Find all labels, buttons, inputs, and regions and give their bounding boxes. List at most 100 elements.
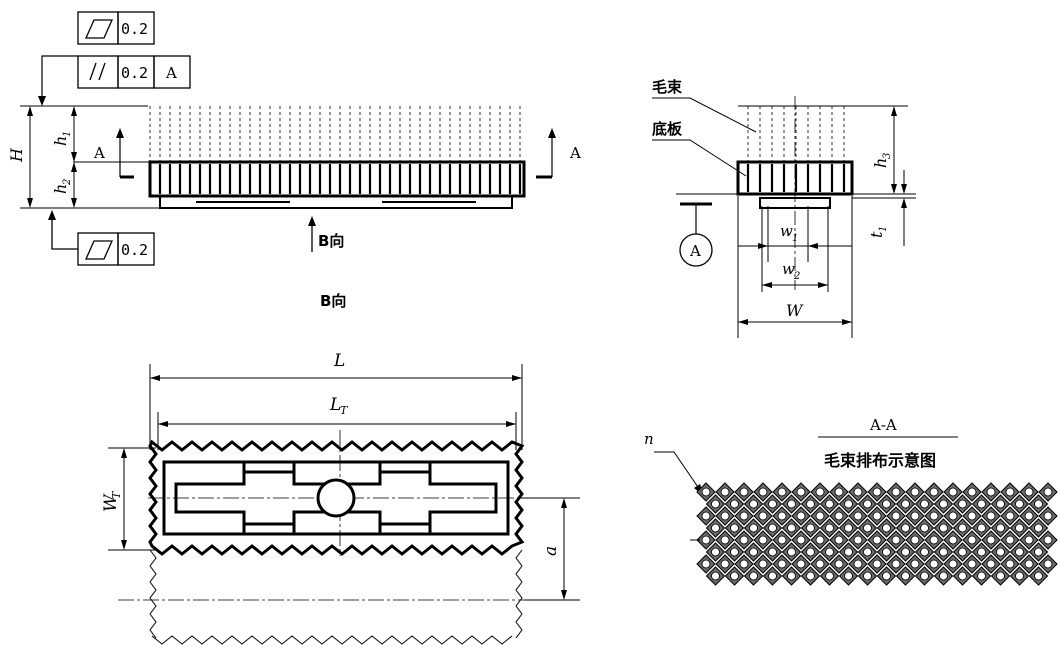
tuft-center [882, 523, 891, 533]
tuft-center [901, 499, 910, 509]
tuft-center [958, 523, 967, 533]
tuft-center [891, 559, 901, 569]
tuft-center [806, 523, 815, 533]
view-arrow-label: B向 [318, 232, 344, 250]
tuft-center [720, 487, 730, 497]
tuft-center [901, 571, 910, 581]
side-view: 毛束 底板 h 3 [652, 78, 916, 338]
tuft-center [967, 535, 977, 545]
tuft-center [863, 547, 872, 557]
tuft-center [958, 499, 967, 509]
tuft-center [844, 571, 853, 581]
tuft-center [1034, 499, 1043, 509]
tuft-center [749, 571, 758, 581]
tuft-center [815, 535, 825, 545]
tuft-center [806, 571, 815, 581]
tuft-center [986, 487, 996, 497]
tuft-center [853, 559, 863, 569]
tuft-center [777, 511, 787, 521]
section-label-right: A [569, 144, 581, 162]
tuft-center [863, 571, 872, 581]
tuft-center [758, 535, 768, 545]
bottom-view-title: B向 [320, 292, 346, 310]
tuft-center [834, 487, 844, 497]
dim-LT-sub: T [340, 404, 349, 417]
tuft-center [739, 487, 749, 497]
tuft-center [739, 535, 749, 545]
tuft-center [711, 523, 720, 533]
tuft-center [720, 559, 730, 569]
tuft-center [920, 571, 929, 581]
tuft-center [929, 487, 939, 497]
tuft-center [768, 499, 777, 509]
leader-arrow-bottom [48, 210, 56, 220]
dim-h1-sub: 1 [62, 131, 73, 137]
dim-t1-sub: 1 [878, 226, 889, 232]
dim-WT: W [101, 493, 121, 512]
tuft-center [1043, 559, 1053, 569]
section-view: A-A 毛束排布示意图 n [644, 416, 1058, 586]
tuft-center [815, 487, 825, 497]
tuft-center [996, 499, 1005, 509]
tuft-center [1015, 499, 1024, 509]
tuft-center [920, 547, 929, 557]
base-frame [162, 460, 510, 536]
tolerance-frame-parallel [77, 55, 191, 89]
tuft-center [711, 547, 720, 557]
tuft-center [863, 523, 872, 533]
tuft-center [996, 571, 1005, 581]
tuft-center [749, 547, 758, 557]
dim-a: a [541, 546, 561, 556]
tuft-center [939, 523, 948, 533]
tuft-center [996, 523, 1005, 533]
tuft-center [787, 547, 796, 557]
tuft-center [768, 571, 777, 581]
center-hole [316, 478, 356, 518]
flatness-value-top: 0.2 [121, 20, 148, 38]
tuft-center [986, 511, 996, 521]
bottom-view: B向 L L T W T [101, 292, 580, 645]
tuft-center [948, 511, 958, 521]
tuft-center [891, 511, 901, 521]
parallel-datum-label: A [165, 64, 177, 82]
tuft-center [967, 487, 977, 497]
tuft-center [1015, 547, 1024, 557]
tuft-center [853, 535, 863, 545]
tuft-center [901, 547, 910, 557]
tuft-center [844, 499, 853, 509]
tuft-center [882, 499, 891, 509]
tuft-center [796, 511, 806, 521]
tuft-center [967, 559, 977, 569]
tuft-center [929, 535, 939, 545]
bristle-dashes [149, 106, 521, 162]
tuft-center [844, 547, 853, 557]
tuft-center [815, 511, 825, 521]
tuft-center [872, 535, 882, 545]
dim-W: W [786, 301, 804, 320]
tuft-center [1005, 559, 1015, 569]
tuft-center [730, 547, 739, 557]
tuft-center [910, 559, 920, 569]
leader-arrow-top [38, 96, 46, 106]
tuft-center [910, 487, 920, 497]
tuft-center [787, 499, 796, 509]
tuft-center [977, 499, 986, 509]
parallel-value: 0.2 [121, 64, 148, 82]
tuft-center [701, 535, 711, 545]
tuft-center [1024, 487, 1034, 497]
tuft-center [929, 559, 939, 569]
tolerance-leader-top [41, 55, 78, 98]
tuft-grid [696, 482, 1058, 586]
label-n: n [644, 430, 654, 448]
base-plate-front [148, 160, 526, 198]
tuft-center [901, 523, 910, 533]
side-foot [759, 197, 831, 209]
tuft-center [920, 499, 929, 509]
tuft-center [796, 487, 806, 497]
base-plate-side [736, 160, 854, 196]
tuft-center [967, 511, 977, 521]
adjacent-head-outline [149, 549, 523, 645]
tuft-center [1024, 535, 1034, 545]
tuft-center [853, 487, 863, 497]
